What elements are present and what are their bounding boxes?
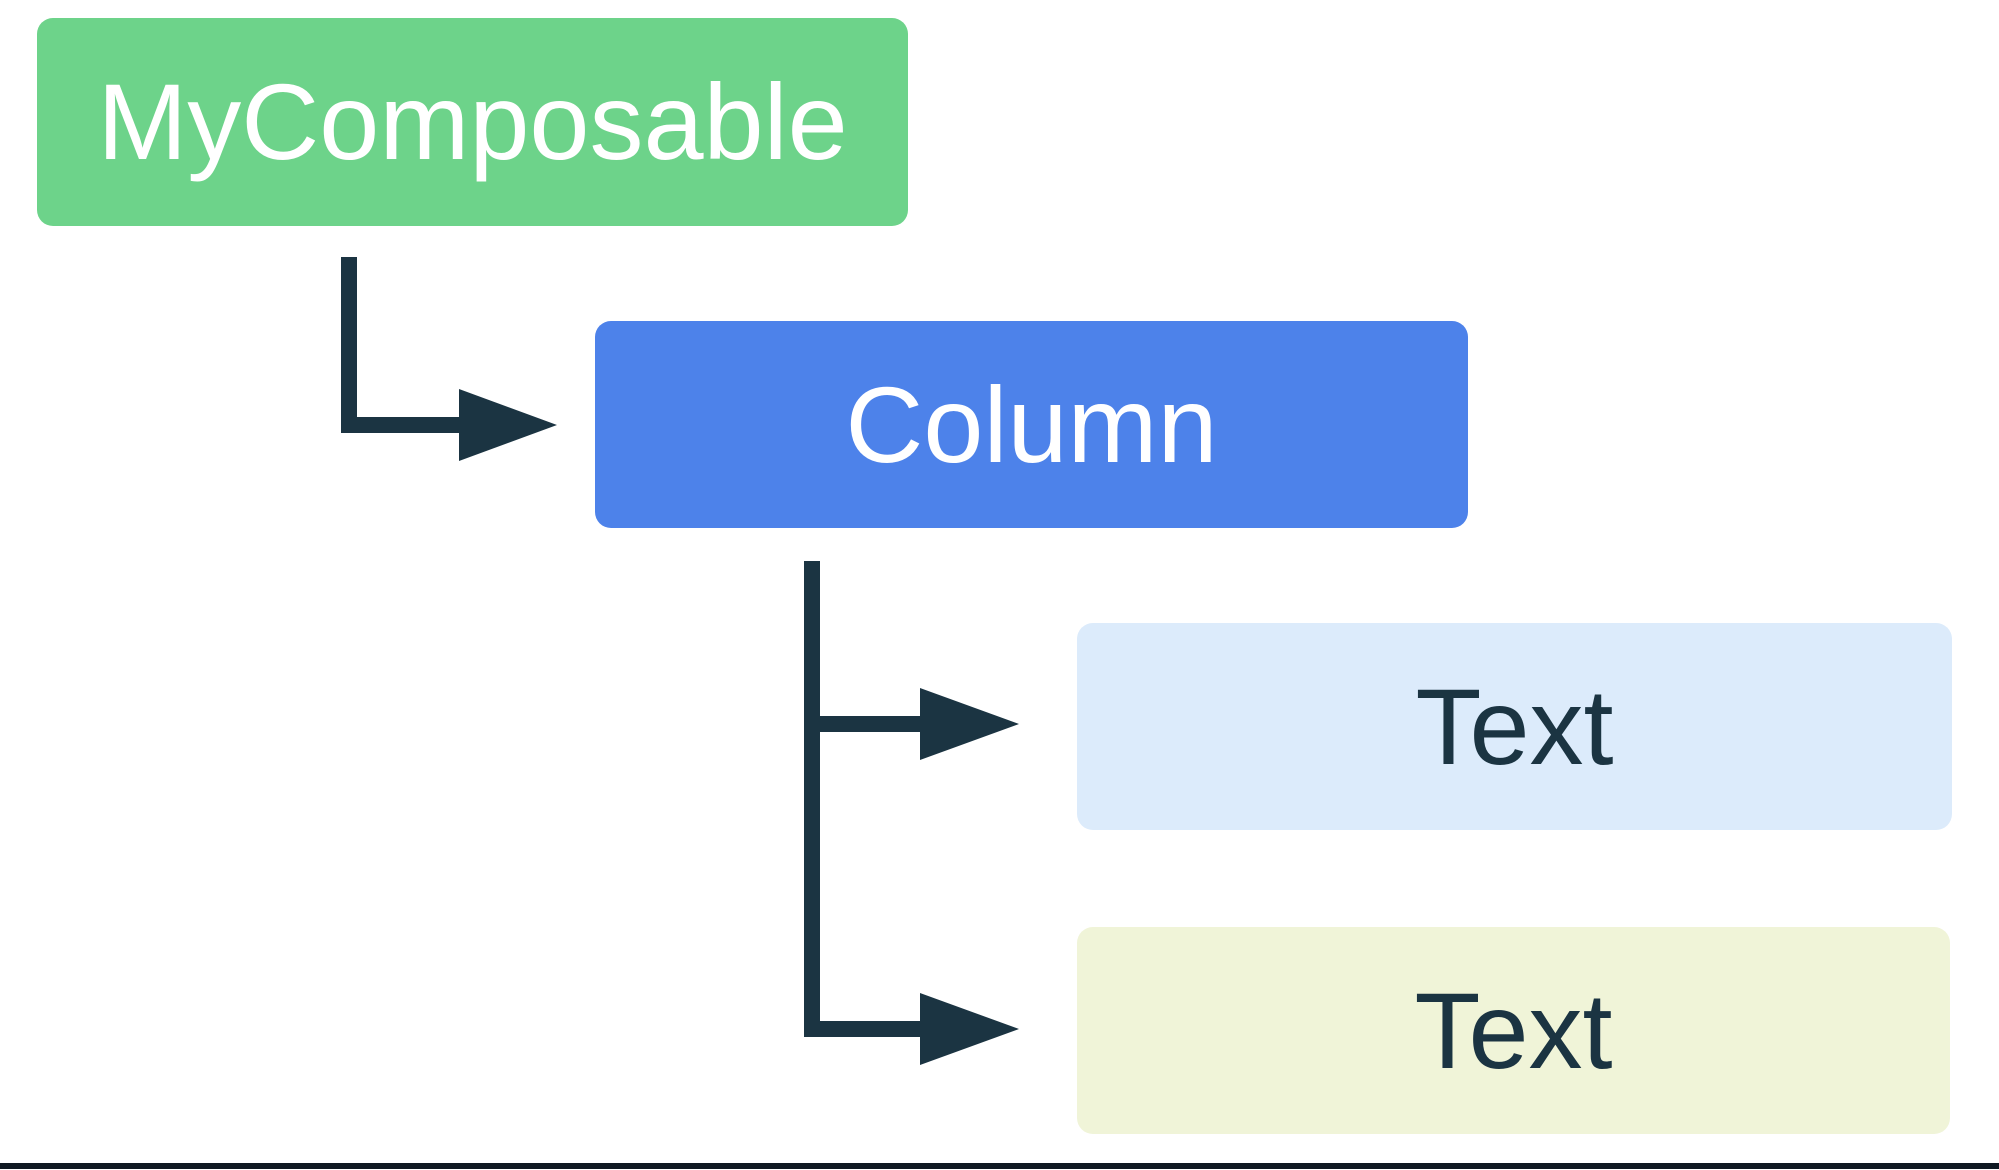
node-column: Column xyxy=(595,321,1468,528)
arrowhead-right-icon xyxy=(920,993,1019,1065)
arrowhead-right-icon xyxy=(459,389,557,461)
bottom-border-rule xyxy=(0,1163,1999,1169)
node-text-second-label: Text xyxy=(1414,969,1613,1091)
arrowhead-right-icon xyxy=(920,688,1019,760)
connector-root-to-column-vertical-line xyxy=(341,257,357,433)
node-text-first: Text xyxy=(1077,623,1952,830)
node-text-second: Text xyxy=(1077,927,1950,1134)
node-text-first-label: Text xyxy=(1415,665,1614,787)
connector-column-to-texts-vertical-line xyxy=(804,561,820,1037)
node-mycomposable-label: MyComposable xyxy=(97,61,848,182)
connector-root-to-column-horizontal-line xyxy=(341,417,459,433)
connector-column-to-text-second-horizontal-line xyxy=(804,1021,920,1037)
node-mycomposable: MyComposable xyxy=(37,18,908,226)
connector-column-to-text-first-horizontal-line xyxy=(804,716,920,732)
node-column-label: Column xyxy=(845,363,1218,485)
